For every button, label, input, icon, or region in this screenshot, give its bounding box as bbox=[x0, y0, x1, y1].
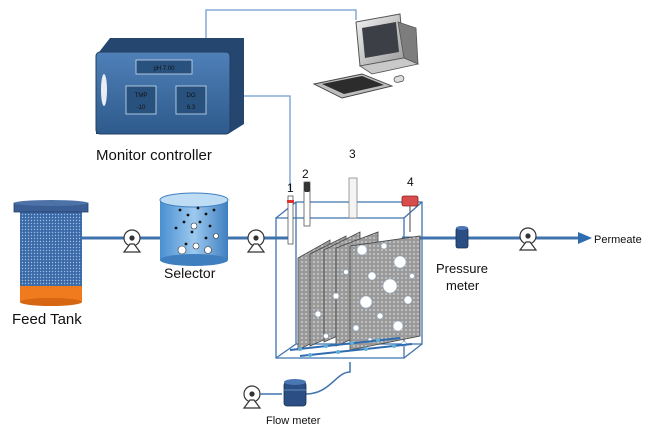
marker-2: 2 bbox=[302, 167, 309, 181]
computer-icon bbox=[312, 13, 420, 99]
air-line bbox=[260, 362, 351, 395]
permeate-label: Permeate bbox=[594, 234, 642, 246]
do-label: DO bbox=[187, 93, 196, 99]
tmp-label: TMP bbox=[135, 93, 148, 99]
do-display bbox=[175, 85, 207, 115]
flow-meter-icon bbox=[283, 379, 307, 407]
ph-probe bbox=[287, 195, 294, 245]
monitor-controller: pH 7.00 TMP -10 DO 6.3 bbox=[95, 38, 244, 135]
selector-vessel bbox=[159, 192, 229, 266]
flow-meter-label: Flow meter bbox=[266, 415, 321, 427]
permeate-arrow bbox=[578, 232, 592, 244]
tmp-value: -10 bbox=[137, 105, 146, 111]
level-probe bbox=[348, 177, 358, 219]
marker-1: 1 bbox=[287, 181, 294, 195]
marker-3: 3 bbox=[349, 147, 356, 161]
ph-display bbox=[135, 59, 193, 75]
feed-tank-label: Feed Tank bbox=[12, 311, 82, 328]
pressure-meter-label-2: meter bbox=[446, 278, 480, 293]
feed-tank bbox=[13, 200, 89, 306]
ph-readout: pH 7.00 bbox=[153, 66, 175, 72]
pressure-meter-icon bbox=[455, 226, 469, 249]
pump-icon bbox=[246, 229, 266, 253]
pressure-meter-label: Pressure bbox=[436, 261, 488, 276]
thermometer-probe bbox=[401, 195, 419, 232]
pump-icon bbox=[518, 227, 538, 251]
selector-label: Selector bbox=[164, 265, 216, 281]
do-value: 6.3 bbox=[187, 105, 196, 111]
membrane-reactor bbox=[275, 201, 423, 359]
membrane-modules bbox=[297, 231, 421, 351]
marker-4: 4 bbox=[407, 175, 414, 189]
pump-icon bbox=[242, 385, 262, 409]
tmp-display bbox=[125, 85, 157, 115]
pump-icon bbox=[122, 229, 142, 253]
do-probe bbox=[303, 181, 311, 227]
monitor-controller-label: Monitor controller bbox=[96, 147, 212, 164]
